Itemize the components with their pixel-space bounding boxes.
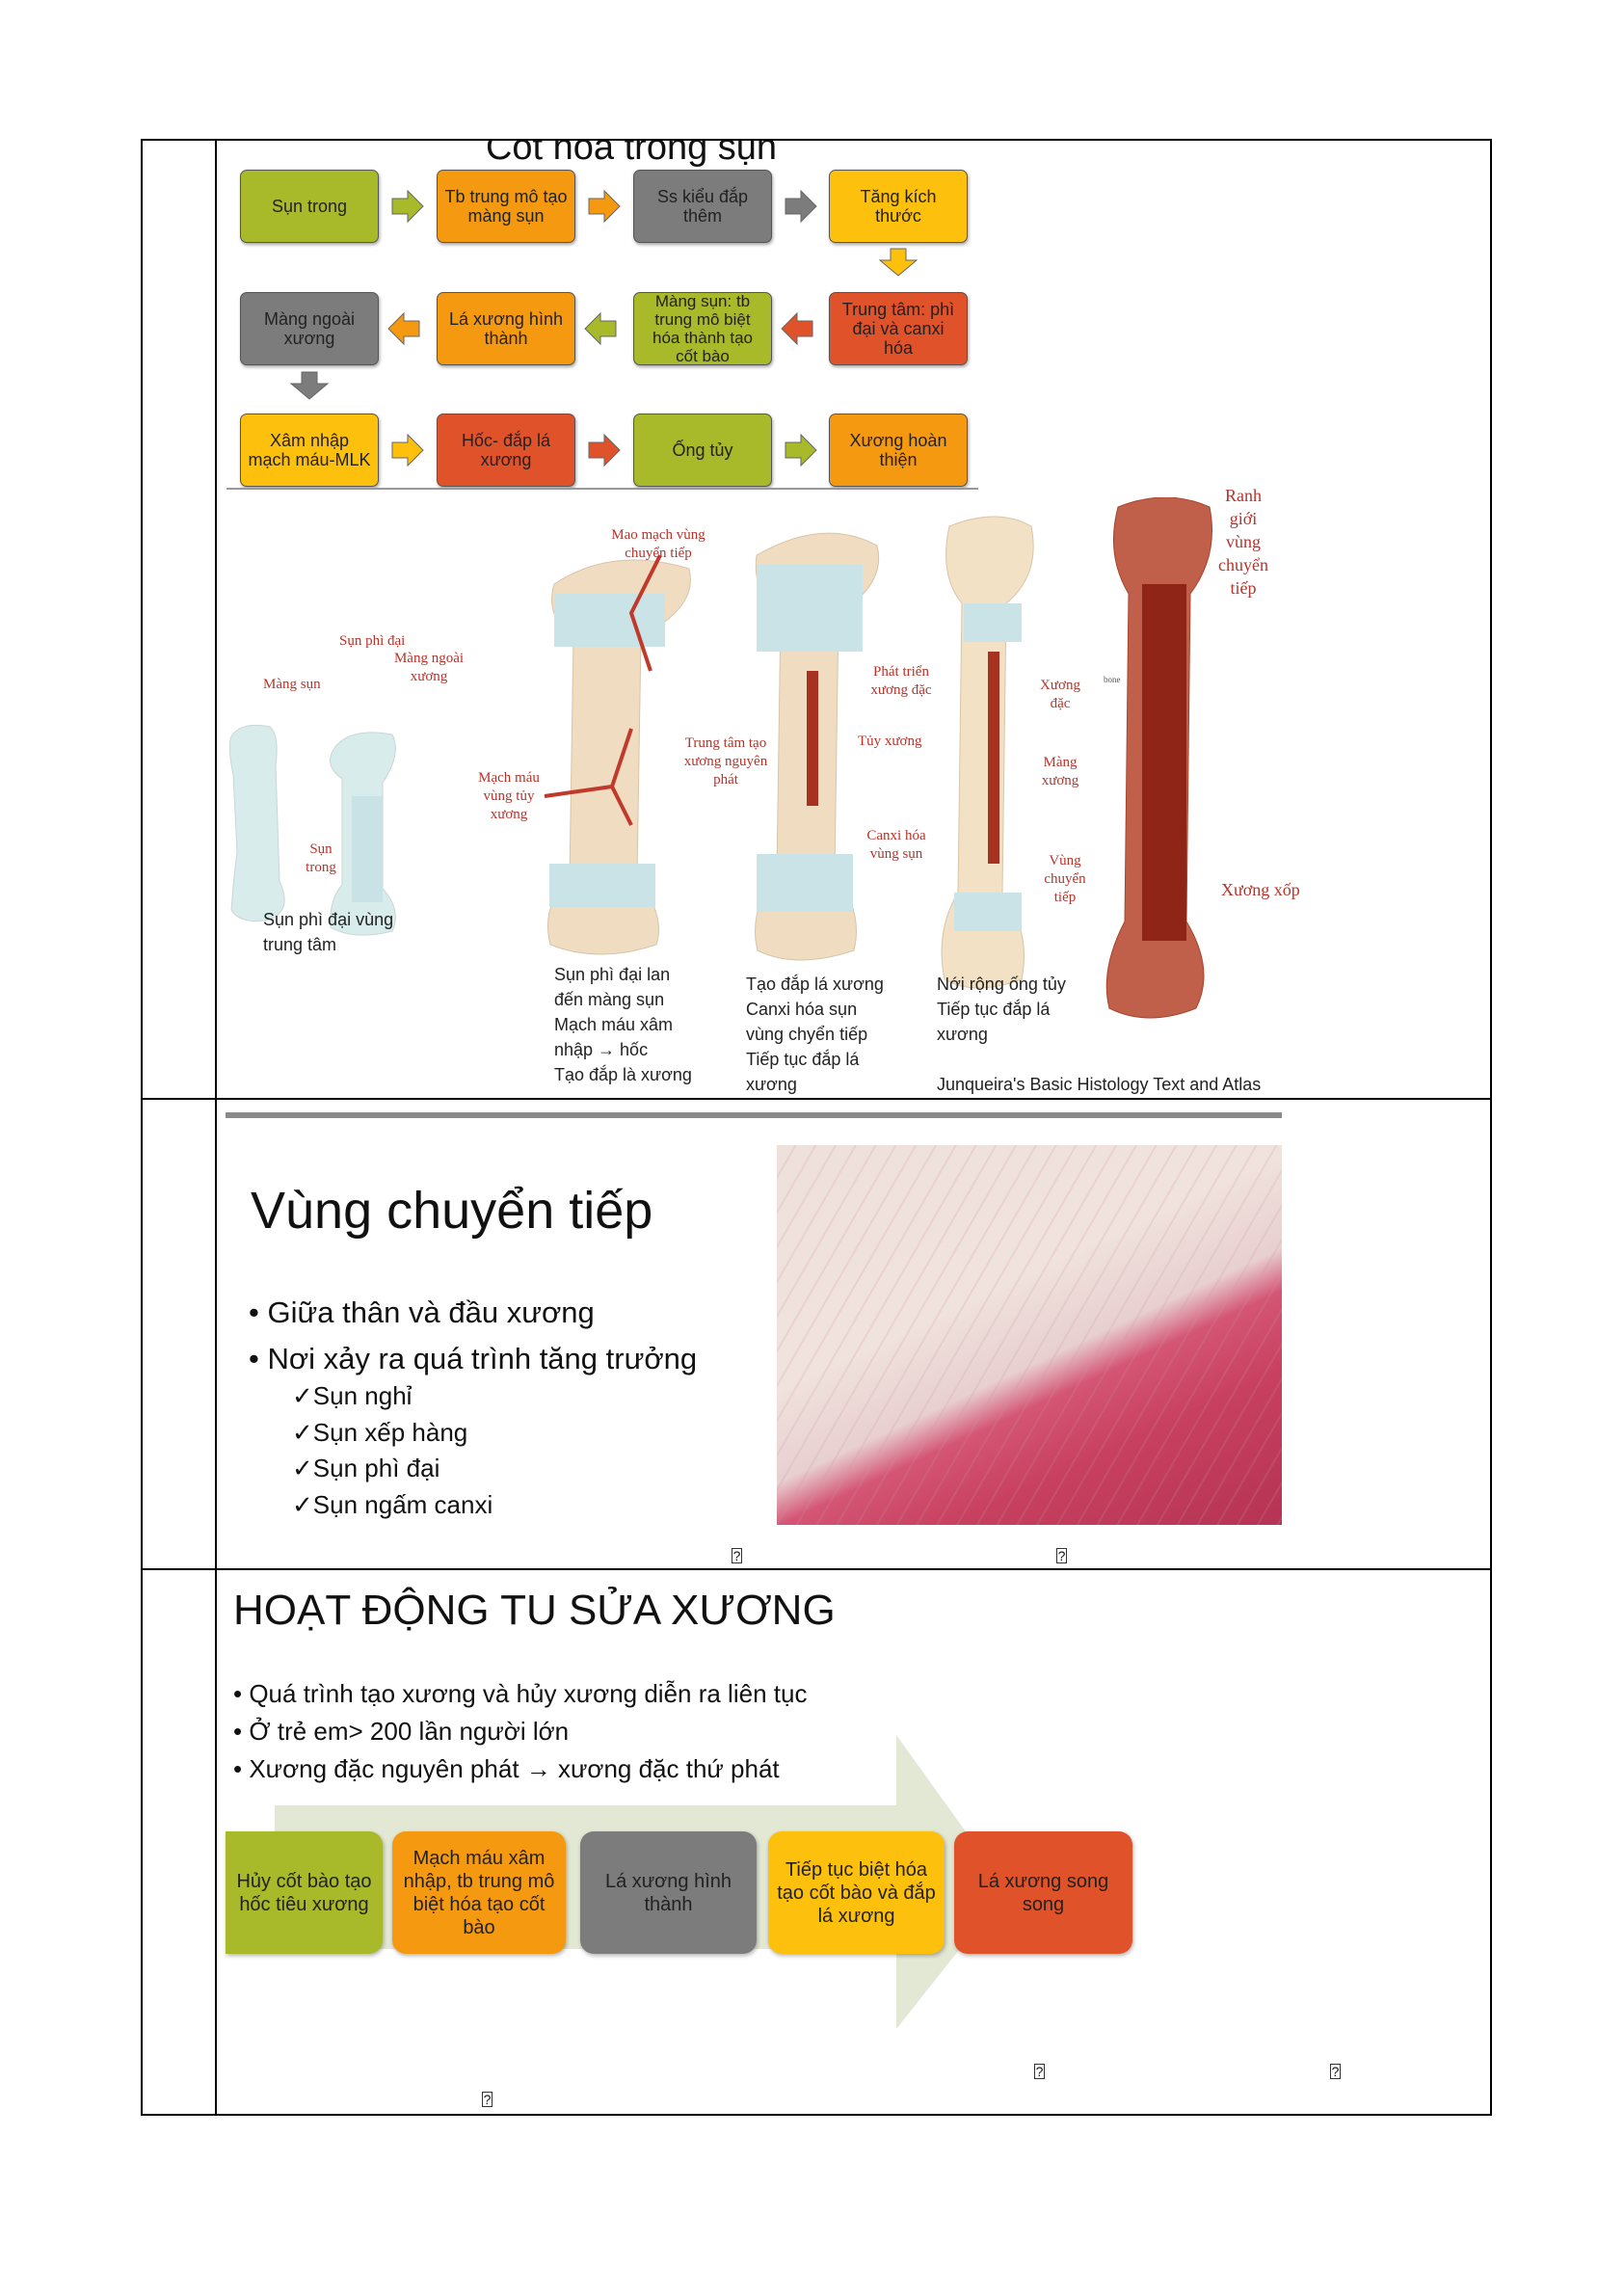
source-citation: Junqueira's Basic Histology Text and Atl…	[937, 1075, 1262, 1094]
table-row-divider	[141, 1568, 1491, 1570]
missing-glyph: ?	[1034, 2064, 1045, 2079]
table-border-top	[141, 139, 1491, 141]
flow-step: Tăng kích thước	[829, 170, 968, 243]
remodel-step: Lá xương song song	[954, 1831, 1132, 1954]
check-item: ✓Sụn ngấm canxi	[292, 1489, 493, 1519]
label-xuong-dac: Xương đặc	[1040, 678, 1080, 711]
flow-step: Lá xương hình thành	[437, 292, 575, 365]
table-border-bottom	[141, 2114, 1491, 2116]
table-column-divider	[215, 139, 217, 2116]
label-vung-chuyen-tiep: Vùng chuyển tiếp	[1044, 853, 1086, 905]
slide-title: HOẠT ĐỘNG TU SỬA XƯƠNG	[233, 1587, 836, 1634]
label-canxi-hoa: Canxi hóa vùng sụn	[866, 828, 926, 862]
label-trung-tam: Trung tâm tạo xương nguyên phát	[683, 735, 768, 788]
missing-glyph: ?	[1056, 1548, 1067, 1563]
label-mang-xuong: Màng xương	[1041, 755, 1079, 788]
slide-divider	[226, 1112, 1282, 1118]
label-mang-sun: Màng sụn	[263, 677, 321, 692]
remodel-step: Mạch máu xâm nhập, tb trung mô biệt hóa …	[392, 1831, 566, 1954]
ossification-cell: Cốt hóa trong sụn Sụn trong Tb trung mô …	[217, 141, 1489, 1097]
table-border-right	[1490, 139, 1492, 2116]
remodel-step: Hủy cốt bào tạo hốc tiêu xương	[226, 1831, 383, 1954]
bullet-item: • Giữa thân và đầu xương	[249, 1295, 595, 1329]
check-item: ✓Sụn xếp hàng	[292, 1417, 468, 1447]
bone-development-illustration	[228, 497, 1212, 1019]
label-ranh-gioi: Ranh giới vùng chuyển tiếp	[1218, 486, 1268, 598]
flow-step: Xương hoàn thiện	[829, 414, 968, 487]
check-item: ✓Sụn phì đại	[292, 1454, 440, 1482]
slide-title: Vùng chuyển tiếp	[251, 1182, 653, 1240]
flow-step: Màng sụn: tb trung mô biệt hóa thành tạo…	[633, 292, 772, 365]
flow-arrows	[226, 189, 978, 490]
label-mao-mach: Mao mạch vùng chuyển tiếp	[611, 527, 706, 561]
check-item: ✓Sụn nghỉ	[292, 1381, 413, 1410]
label-sun-trong: Sụn trong	[306, 841, 336, 875]
flow-title: Cốt hóa trong sụn	[485, 141, 778, 168]
flow-step: Hốc- đắp lá xương	[437, 414, 575, 487]
label-phat-trien: Phát triển xương đặc	[870, 664, 932, 698]
histology-micrograph	[777, 1145, 1282, 1525]
flow-step: Màng ngoài xương	[240, 292, 379, 365]
flow-step: Ss kiểu đắp thêm	[633, 170, 772, 243]
bullet-item: • Quá trình tạo xương và hủy xương diễn …	[233, 1679, 808, 1708]
arrow-down-icon	[289, 371, 330, 400]
flow-step: Tb trung mô tạo màng sụn	[437, 170, 575, 243]
arrow-right-icon	[785, 433, 817, 467]
arrow-left-icon	[781, 311, 813, 346]
arrow-right-icon	[391, 189, 424, 224]
arrow-down-icon	[878, 248, 918, 277]
check-list: ✓Sụn nghỉ ✓Sụn xếp hàng ✓Sụn phì đại ✓Sụ…	[292, 1378, 493, 1523]
arrow-left-icon	[584, 311, 617, 346]
missing-glyph: ?	[482, 2092, 493, 2107]
remodel-step: Tiếp tục biệt hóa tạo cốt bào và đắp lá …	[768, 1831, 945, 1954]
bullet-list: • Giữa thân và đầu xương • Nơi xảy ra qu…	[249, 1290, 697, 1382]
cartilage-model	[228, 724, 285, 922]
process-arrow	[275, 1735, 1007, 2029]
arrow-right-icon	[588, 189, 621, 224]
table-row-divider	[141, 1098, 1491, 1100]
label-bone: bone	[1104, 675, 1121, 684]
arrow-right-icon	[391, 433, 424, 467]
label-mach-mau: Mạch máu vùng tủy xương	[478, 770, 540, 822]
label-xuong-xop: Xương xốp	[1221, 880, 1300, 899]
bullet-list: • Quá trình tạo xương và hủy xương diễn …	[233, 1675, 807, 1788]
label-sun-phi-dai: Sụn phì đại	[339, 633, 406, 649]
flow-step: Trung tâm: phì đại và canxi hóa	[829, 292, 968, 365]
missing-glyph: ?	[732, 1548, 742, 1563]
table-border-left	[141, 139, 143, 2116]
arrow-right-icon	[785, 189, 817, 224]
remodel-step: Lá xương hình thành	[580, 1831, 757, 1954]
missing-glyph: ?	[1330, 2064, 1341, 2079]
arrow-left-icon	[387, 311, 420, 346]
flow-step: Ống tủy	[633, 414, 772, 487]
flow-step: Xâm nhập mạch máu-MLK	[240, 414, 379, 487]
bullet-item: • Xương đặc nguyên phát → xương đặc thứ …	[233, 1754, 780, 1783]
arrow-right-icon	[588, 433, 621, 467]
label-mang-ngoai-xuong: Màng ngoài xương	[393, 651, 465, 684]
bullet-item: • Nơi xảy ra quá trình tăng trưởng	[249, 1342, 698, 1375]
label-tuy-xuong: Tủy xương	[858, 734, 922, 749]
flow-step: Sụn trong	[240, 170, 379, 243]
bullet-item: • Ở trẻ em> 200 lần người lớn	[233, 1717, 570, 1746]
